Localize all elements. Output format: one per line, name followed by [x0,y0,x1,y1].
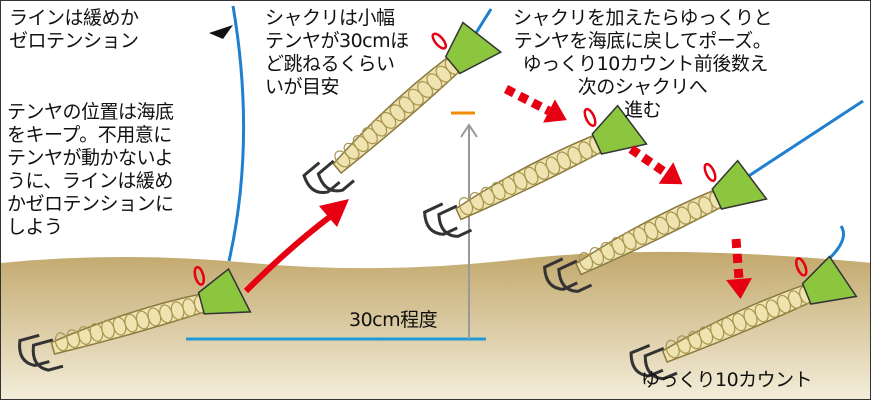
sinker [197,267,252,315]
shrimp [455,132,607,221]
tenya-rig [423,104,648,238]
dashed-arrow [726,238,752,299]
hook-icon [543,257,578,291]
label-return-pause: シャクリを加えたらゆっくりと テンヤを海底に戻してポーズ。 ゆっくり10カウント… [513,7,773,121]
label-line-slack: ラインは緩めか ゼロテンション [9,7,139,52]
tenya-rig [302,21,503,194]
pointer-arrow [209,25,233,39]
eye-ring [583,107,597,128]
tenya-rig [18,265,252,372]
label-keep-bottom: テンヤの位置は海底 をキープ。不用意に テンヤが動かないよ うに、ラインは緩め … [7,101,174,238]
hook-icon [643,346,678,381]
hook-icon [629,344,664,378]
hook-icon [302,161,341,194]
sinker [801,255,858,305]
hook-icon [316,159,355,193]
eye-ring [703,162,717,183]
label-jerk-small: シャクリは小幅 テンヤが30cmほ ど跳ねるくらい いが目安 [265,7,409,98]
hook-icon [437,204,473,238]
hook-icon [31,338,64,372]
hook-icon [557,259,593,293]
label-height: 30cm程度 [349,309,438,331]
sinker [591,104,648,155]
sinker [444,21,503,75]
hook-icon [423,202,458,236]
tenya-rig [543,159,768,293]
label-count: ゆっくり10カウント [641,369,813,391]
eye-ring [431,32,448,50]
sinker [711,159,768,210]
fishing-line [227,5,246,262]
eye-ring [794,257,808,277]
dashed-arrow [628,145,683,185]
dashed-arrow [503,84,567,123]
jerk-arrow [243,213,333,294]
tenya-rig [629,255,858,381]
fishing-line [740,99,864,183]
hook-icon [18,333,50,368]
eye-ring [193,265,206,286]
